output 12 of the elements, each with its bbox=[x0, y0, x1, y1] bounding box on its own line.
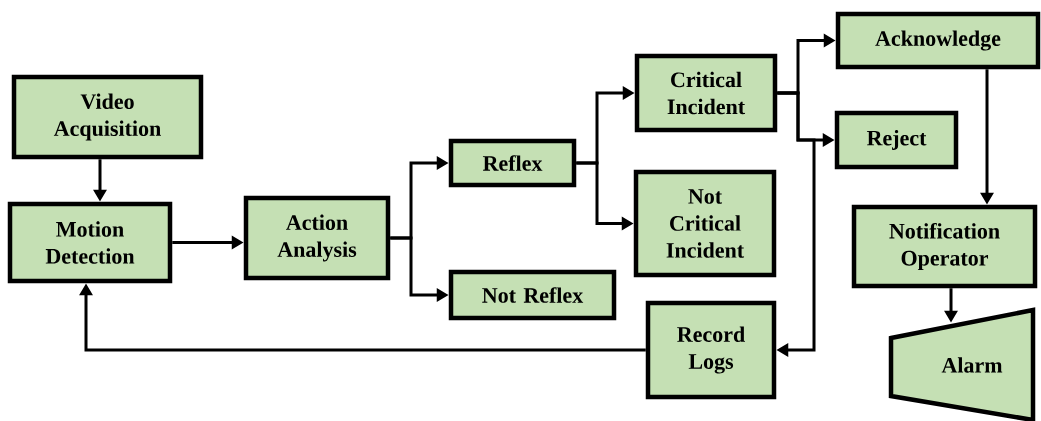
process-box: Motion Detection bbox=[7, 201, 173, 284]
process-box: Not Critical Incident bbox=[633, 169, 777, 278]
process-box: Reject bbox=[834, 110, 959, 170]
process-box: Video Acquisition bbox=[11, 74, 204, 160]
process-box: Reflex bbox=[448, 138, 577, 188]
process-box: Acknowledge bbox=[835, 11, 1041, 70]
process-box: Not Reflex bbox=[448, 269, 617, 321]
process-box: Critical Incident bbox=[634, 53, 778, 133]
process-box: Action Analysis bbox=[243, 195, 391, 281]
alarm-trapezoid: Alarm bbox=[888, 307, 1036, 421]
process-box: Notification Operator bbox=[851, 204, 1038, 289]
process-box: Record Logs bbox=[645, 300, 777, 400]
